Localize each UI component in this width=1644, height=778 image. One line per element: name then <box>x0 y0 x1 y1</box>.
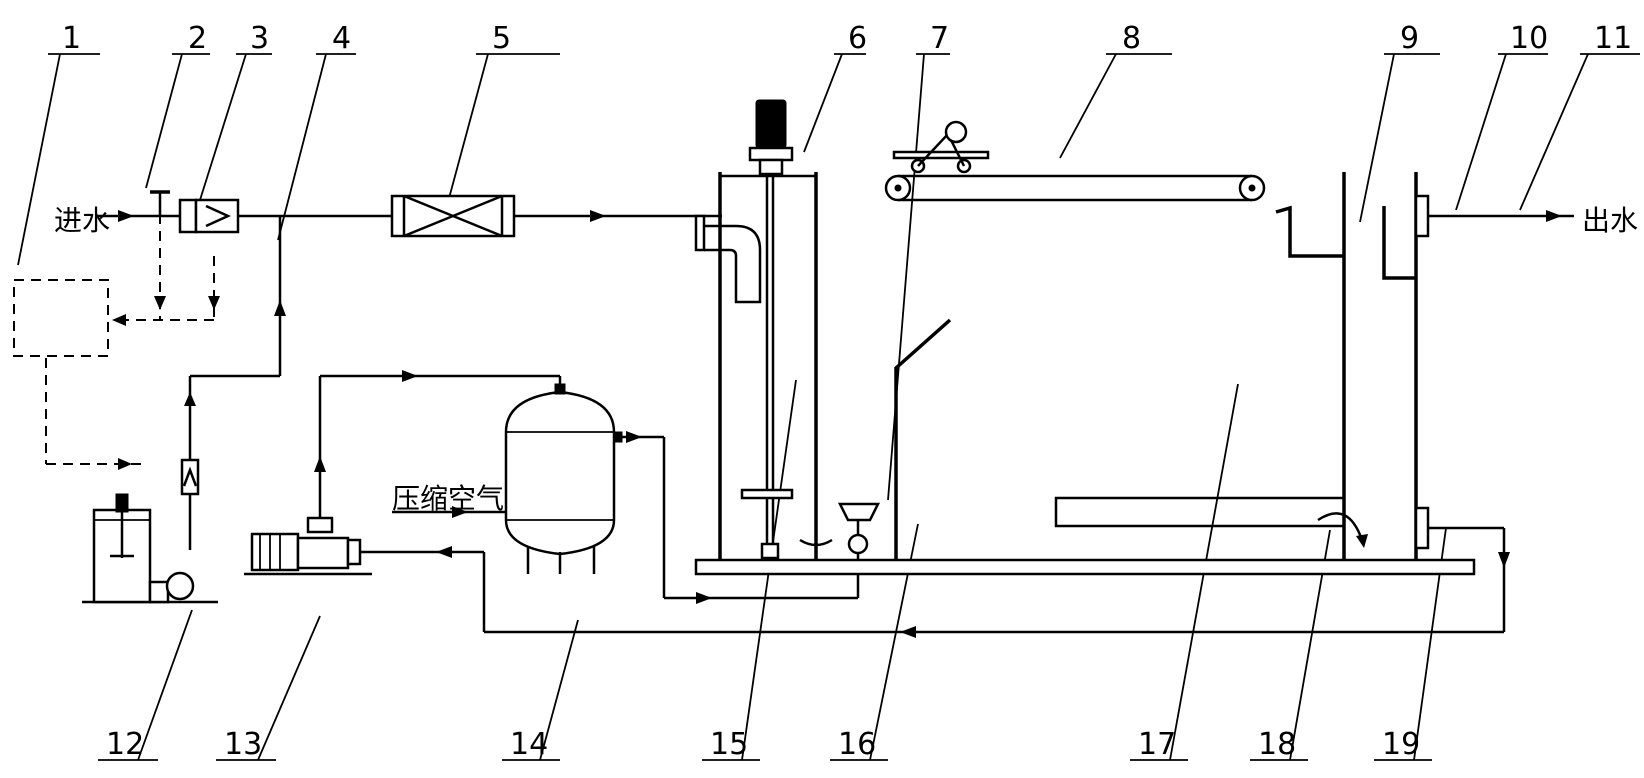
pump-discharge-arrow <box>314 456 326 472</box>
dosing-up-arrow <box>184 392 196 406</box>
mixer-motor <box>755 99 787 149</box>
pump-inlet-flange <box>346 538 362 566</box>
releaser-valve <box>847 533 869 555</box>
label-8: 8 <box>1122 21 1141 56</box>
contact-chamber <box>694 99 833 560</box>
sensor-arrow-1 <box>154 296 166 310</box>
inlet-arrow <box>118 210 134 222</box>
label-10: 10 <box>1510 21 1548 56</box>
leader-6 <box>803 53 843 153</box>
label-11: 11 <box>1594 21 1632 56</box>
leader-3 <box>199 53 247 201</box>
air-tank-vessel <box>504 390 616 556</box>
saturated-water-arrow <box>626 431 642 443</box>
label-14: 14 <box>510 727 548 762</box>
inlet-text: 进水 <box>54 204 110 237</box>
scraper-wheel-left-hub <box>894 184 902 192</box>
chamber-inlet-flange <box>694 214 706 252</box>
dosing-flowmeter-symbol <box>182 466 198 487</box>
outlet-text: 出水 <box>1582 204 1638 237</box>
tank-base-plate <box>694 558 1476 576</box>
dosing-riser-arrow <box>274 300 286 316</box>
outlet-arrow <box>1546 210 1562 222</box>
outlet-flange <box>1414 194 1430 238</box>
dosing-agitator-motor <box>115 493 129 513</box>
clear-water-chamber <box>484 172 1574 638</box>
collection-flow-curve <box>1317 512 1364 541</box>
control-box <box>13 214 220 470</box>
leader-8 <box>1059 53 1117 159</box>
leader-5 <box>447 53 489 203</box>
recycle-down-arrow <box>1498 552 1510 568</box>
static-mixer-cross-b <box>403 194 503 238</box>
label-1: 1 <box>62 21 81 56</box>
leader-12 <box>137 609 193 761</box>
compressed-air-arrow <box>452 506 468 518</box>
dosing-unit <box>82 458 218 604</box>
scum-scraper <box>884 120 1266 202</box>
compressed-air-text: 压缩空气 <box>392 482 504 515</box>
leader-10 <box>1455 53 1507 211</box>
pump-to-tank-arrow <box>402 370 418 382</box>
label-4: 4 <box>332 21 351 56</box>
control-signal-arrow <box>118 458 132 470</box>
mixer-coupling <box>758 158 784 176</box>
label-12: 12 <box>106 727 144 762</box>
dosing-flowmeter <box>180 458 200 496</box>
mixer-motor-flange <box>748 146 794 162</box>
level-weir <box>1382 206 1416 280</box>
recycle-return-arrow <box>900 626 916 638</box>
scraper-wheel-right-hub <box>1248 184 1256 192</box>
sensor-to-box-arrow <box>112 314 126 326</box>
dosing-pump-base <box>148 580 170 604</box>
label-5: 5 <box>492 21 511 56</box>
leader-11 <box>1519 53 1589 211</box>
leader-2 <box>145 53 183 189</box>
pump-suction-arrow <box>436 546 452 558</box>
leader-4 <box>277 53 327 241</box>
flowmeter-symbol <box>205 204 232 228</box>
label-16: 16 <box>838 727 876 762</box>
pump-body <box>296 536 350 570</box>
pump-outlet-flange <box>306 516 334 534</box>
mixer-impeller <box>740 488 794 500</box>
label-3: 3 <box>250 21 269 56</box>
leader-9 <box>1359 53 1395 223</box>
label-9: 9 <box>1400 21 1419 56</box>
flowmeter-flange <box>178 198 198 234</box>
chamber-inlet-bend <box>704 224 762 304</box>
collection-flow-arrow <box>1356 534 1368 548</box>
flotation-tank <box>894 172 1368 560</box>
leader-13 <box>257 615 321 761</box>
label-13: 13 <box>224 727 262 762</box>
scraper-carriage <box>892 150 990 160</box>
top-number-labels: 1 2 3 4 5 6 7 8 9 10 11 <box>17 21 1640 501</box>
scraper-drive-motor <box>944 120 968 144</box>
leader-7 <box>887 53 925 501</box>
baffle-wall <box>894 318 952 560</box>
control-box-rect <box>13 279 109 357</box>
air-tank-top-nozzle <box>554 383 566 395</box>
label-7: 7 <box>930 21 949 56</box>
drain-flange <box>1414 506 1430 550</box>
air-releaser <box>837 502 881 555</box>
saturated-water-arrow-2 <box>696 592 712 604</box>
pump-motor <box>250 532 300 572</box>
flowmeter-body <box>194 198 240 234</box>
leader-1 <box>17 53 61 266</box>
releaser-head <box>837 502 881 522</box>
dosing-pump <box>165 571 195 601</box>
leader-14 <box>539 619 579 761</box>
air-tank-outlet-nozzle <box>613 431 623 443</box>
label-6: 6 <box>848 21 867 56</box>
recycle-pump <box>244 370 562 632</box>
label-2: 2 <box>188 21 207 56</box>
scum-trough <box>1275 205 1344 258</box>
chamber-outflow-curve <box>799 538 833 547</box>
sensor-arrow-2 <box>208 296 220 310</box>
collection-pipe <box>1054 496 1344 528</box>
mixer-bottom-bearing <box>760 542 780 560</box>
mixer-outlet-arrow <box>590 210 606 222</box>
